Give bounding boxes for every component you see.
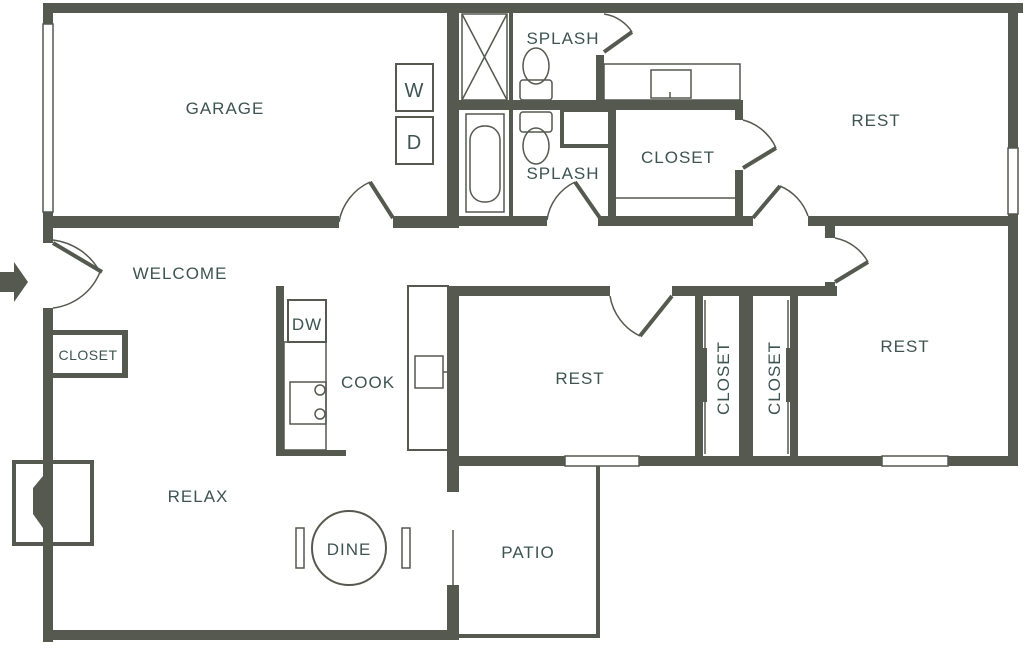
room-welcome: WELCOME: [133, 264, 228, 283]
room-rest-middle: REST: [555, 369, 604, 388]
dryer-label: D: [407, 132, 421, 154]
room-splash-top: SPLASH: [526, 29, 599, 48]
fixtures: W D DW: [0, 13, 741, 586]
patio-outline: [452, 466, 600, 638]
room-closet-vertical-left: CLOSET: [714, 341, 733, 415]
dining-table-icon: [295, 510, 411, 586]
dishwasher-icon: DW: [287, 299, 327, 343]
kitchen-sink-icon: [407, 285, 449, 451]
room-cook: COOK: [341, 373, 395, 392]
room-closet-hall: CLOSET: [641, 148, 715, 167]
room-relax: RELAX: [168, 487, 229, 506]
room-rest-top: REST: [851, 111, 900, 130]
room-labels: GARAGE SPLASH SPLASH CLOSET REST WELCOME…: [58, 29, 929, 562]
dishwasher-label: DW: [292, 315, 322, 334]
room-closet-entry: CLOSET: [58, 347, 117, 363]
washer-label: W: [405, 80, 424, 102]
dryer-icon: D: [395, 116, 434, 165]
room-splash-bottom: SPLASH: [526, 164, 599, 183]
bathtub-icon: [465, 113, 505, 213]
room-patio: PATIO: [501, 543, 555, 562]
toilet-icon: [519, 47, 553, 101]
stove-icon: [283, 341, 327, 451]
room-rest-right: REST: [880, 337, 929, 356]
shower-icon: [461, 13, 508, 101]
doors: [51, 13, 870, 454]
room-closet-vertical-right: CLOSET: [765, 341, 784, 415]
room-garage: GARAGE: [186, 99, 265, 118]
toilet-icon: [519, 111, 553, 165]
walls: [12, 3, 1023, 642]
entry-arrow-icon: [0, 262, 28, 302]
windows: [42, 23, 1019, 467]
sink-icon: [603, 63, 741, 101]
washer-icon: W: [395, 63, 434, 112]
room-dine: DINE: [327, 540, 372, 559]
